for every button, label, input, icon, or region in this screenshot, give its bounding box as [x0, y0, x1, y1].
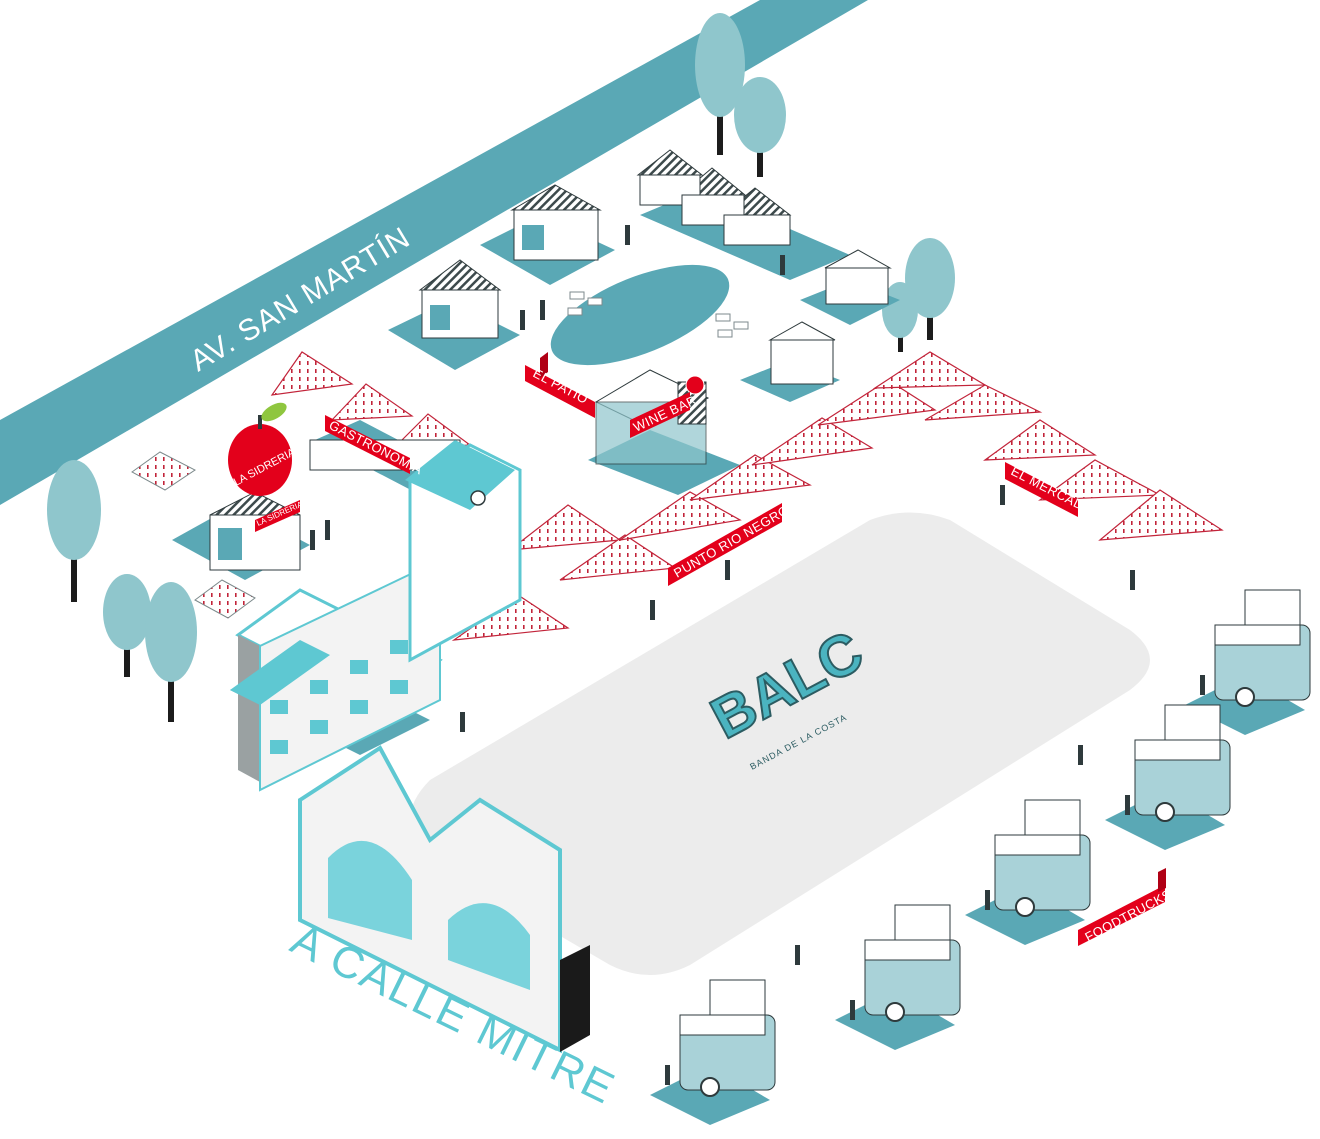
foodtruck: [835, 904, 961, 1050]
tree: [47, 460, 101, 602]
building-windows: [270, 640, 408, 754]
apple-icon: [228, 402, 292, 496]
wine-bar-tent: [588, 369, 740, 495]
plaza: [410, 512, 1150, 975]
banner-foodtrucks: FOODTRUCKS: [1078, 868, 1174, 946]
clock-icon: [470, 490, 486, 506]
pond: [550, 264, 730, 366]
foodtruck: [650, 979, 776, 1125]
gazebos: [131, 451, 256, 619]
la-sidreria-stand: LA SIDRERIA LA SIDRERIA: [172, 402, 310, 580]
zone-label-foodtrucks: FOODTRUCKS: [1082, 886, 1174, 944]
kiosks: [388, 149, 900, 402]
tree: [905, 238, 955, 340]
kiosk: [768, 321, 836, 385]
kiosk: [510, 184, 602, 261]
tree: [734, 77, 786, 177]
foodtrucks: [650, 589, 1311, 1125]
gate-arch: [448, 903, 530, 990]
trees: [47, 13, 955, 722]
market-tent-row: [451, 351, 1224, 641]
tree: [882, 282, 918, 352]
tree: [103, 574, 151, 677]
wine-glass-icon: [685, 375, 705, 395]
kiosk-row: [636, 149, 792, 246]
visitors: [310, 225, 1205, 1085]
tree: [695, 13, 745, 155]
foodtruck: [965, 799, 1091, 945]
tables: [567, 291, 749, 338]
foodtruck: [1105, 704, 1231, 850]
kiosk: [418, 259, 502, 339]
kiosk: [824, 249, 892, 305]
gate-arch: [328, 840, 412, 940]
tree: [145, 582, 197, 722]
historic-building: [230, 440, 522, 792]
